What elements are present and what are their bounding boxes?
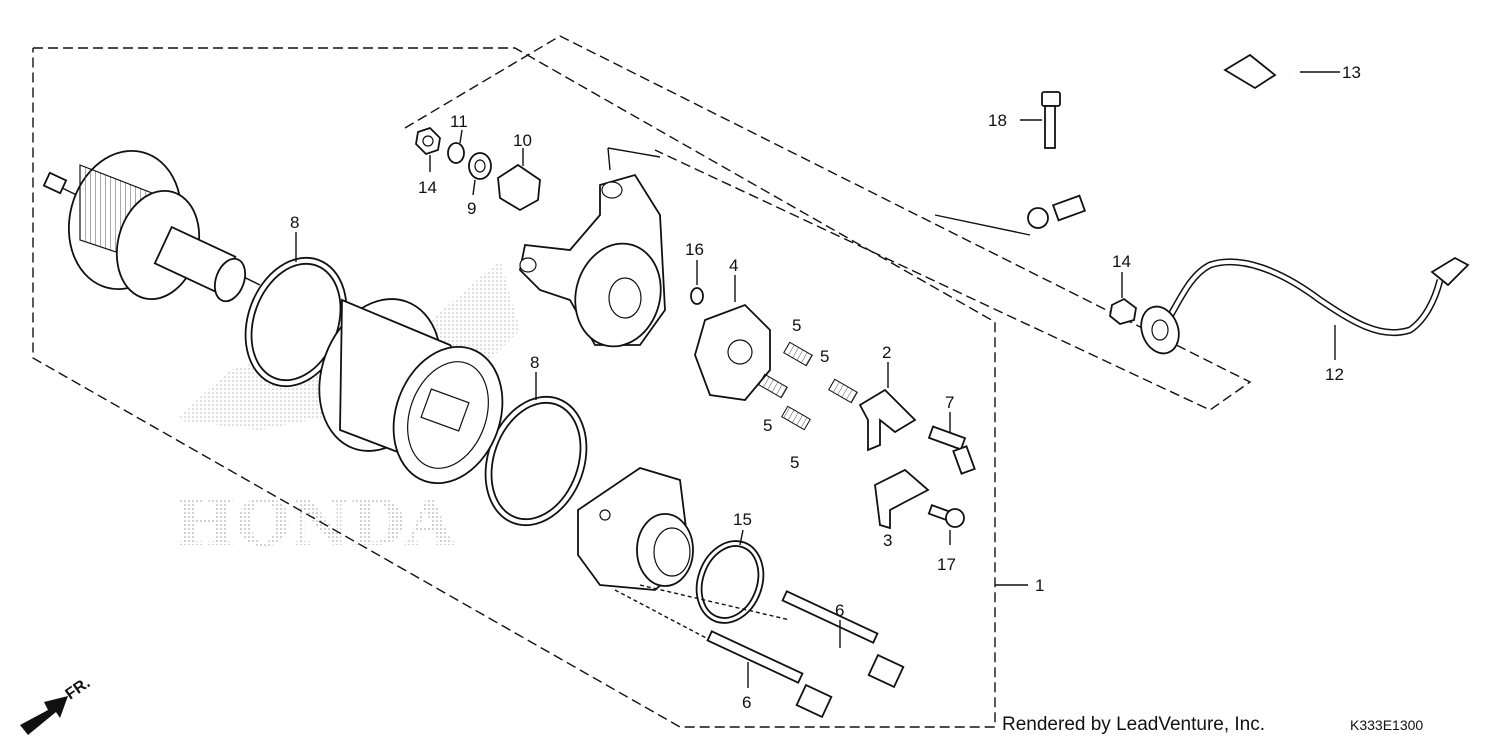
callout-12: 12 (1325, 365, 1344, 384)
callout-8a: 8 (290, 213, 299, 232)
callout-9: 9 (467, 199, 476, 218)
motor-case (318, 298, 504, 485)
brush-holder (694, 275, 771, 401)
bolt-18 (1020, 91, 1061, 149)
callout-14b: 14 (1112, 252, 1131, 271)
terminal-nut-14 (415, 126, 441, 172)
terminal-plate (874, 468, 930, 530)
cable-nut-14 (1109, 272, 1137, 325)
footer-credit: Rendered by LeadVenture, Inc. (1002, 714, 1265, 735)
callout-6a: 6 (835, 601, 844, 620)
callout-5b: 5 (820, 347, 829, 366)
callout-16: 16 (685, 240, 704, 259)
diagram-code: K333E1300 (1350, 717, 1423, 733)
brush-terminal (858, 362, 917, 452)
callout-11: 11 (450, 112, 468, 131)
o-ring-small (695, 529, 765, 624)
callout-5a: 5 (792, 316, 801, 335)
front-direction-arrow: FR. (20, 675, 93, 735)
rear-cover (577, 467, 694, 591)
callout-4: 4 (729, 256, 738, 275)
callout-3: 3 (883, 531, 892, 550)
starter-cable (934, 30, 1340, 236)
bolt-long-lower (614, 589, 833, 719)
callout-13: 13 (1342, 63, 1361, 82)
callout-14a: 14 (418, 178, 437, 197)
callout-6b: 6 (742, 693, 751, 712)
washer-9 (468, 152, 492, 196)
bolt-long-upper (639, 584, 905, 689)
screw-17 (927, 504, 965, 545)
honda-watermark-text: HONDA (175, 486, 456, 561)
callout-8b: 8 (530, 353, 539, 372)
front-bracket (519, 147, 666, 348)
callout-7: 7 (945, 393, 954, 412)
callout-15: 15 (733, 510, 752, 529)
insulator-10 (497, 148, 541, 212)
armature (42, 150, 261, 303)
brush-springs (758, 341, 858, 431)
washer-11 (447, 129, 465, 164)
callout-10: 10 (513, 131, 532, 150)
ground-cable (1140, 256, 1470, 360)
o-ring-upper (244, 232, 348, 388)
washer-16 (690, 260, 704, 305)
callout-18: 18 (988, 111, 1007, 130)
callout-5d: 5 (790, 453, 799, 472)
callout-1: 1 (1035, 576, 1044, 595)
assembly-outline (32, 35, 1252, 728)
callout-2: 2 (882, 343, 891, 362)
callout-5c: 5 (763, 416, 772, 435)
terminal-bolt (927, 412, 976, 475)
front-direction-label: FR. (63, 675, 94, 704)
callout-17: 17 (937, 555, 956, 574)
